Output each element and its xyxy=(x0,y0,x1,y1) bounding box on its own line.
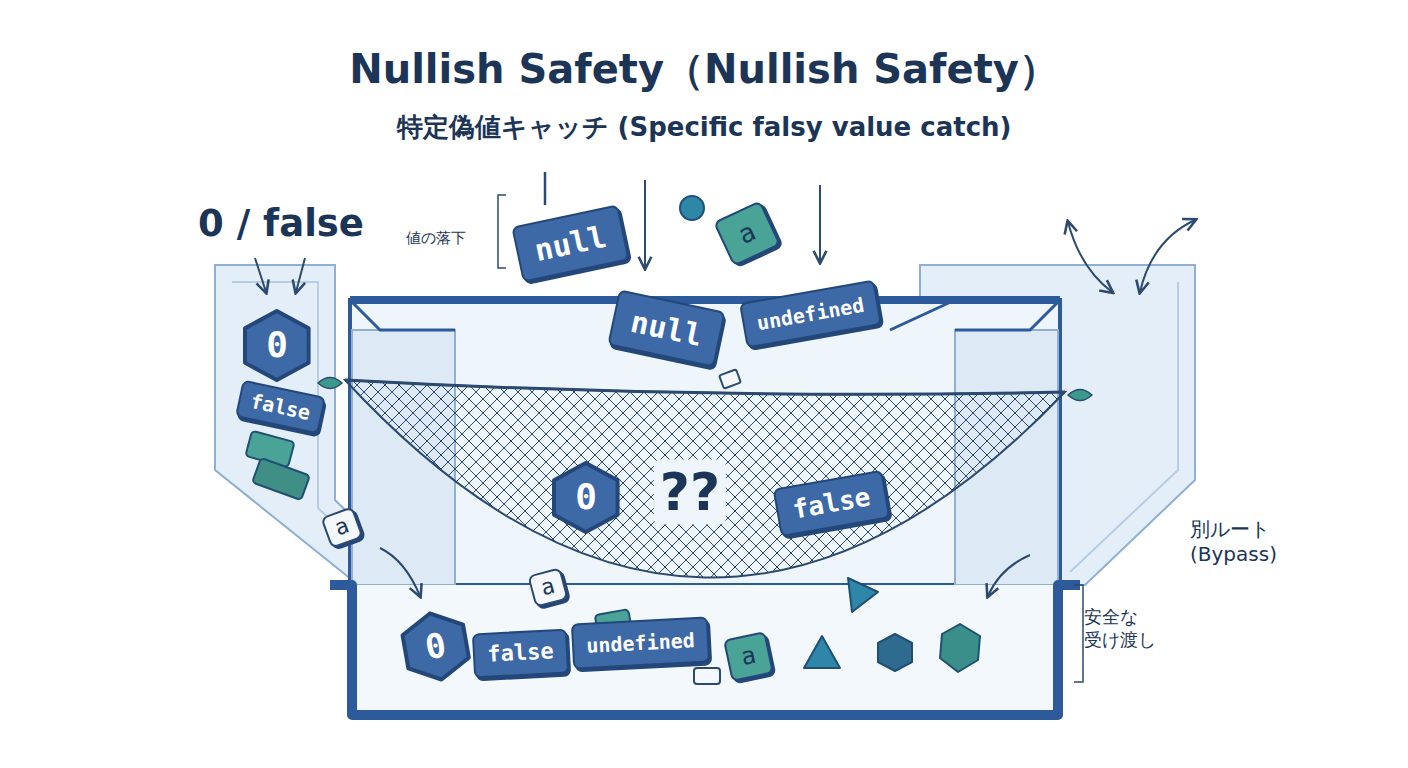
value-text: a xyxy=(738,642,758,671)
value-text: false xyxy=(790,482,872,524)
nullish-operator: ?? xyxy=(654,460,726,525)
rope-knot xyxy=(1068,390,1092,401)
value-chip: a xyxy=(713,200,781,266)
value-hexagon: 0 xyxy=(242,308,312,383)
value-text: false xyxy=(248,390,311,424)
falling-arrow xyxy=(296,258,305,292)
hexagon-shape xyxy=(245,311,309,380)
settled-piece xyxy=(878,634,912,671)
bypass-note: 別ルート (Bypass) xyxy=(1190,517,1314,567)
value-text: 0 xyxy=(575,477,597,517)
falling-piece xyxy=(680,196,704,220)
value-text: a xyxy=(734,217,760,250)
falling-piece xyxy=(719,369,741,388)
drop-tick xyxy=(544,172,547,205)
value-text: a xyxy=(332,513,353,540)
value-label: 0 / false xyxy=(198,201,364,247)
subtitle: 特定偽値キャッチ (Specific falsy value catch) xyxy=(397,111,1012,144)
value-text: null xyxy=(627,304,705,351)
value-chip: null xyxy=(511,204,629,282)
flow-arrow xyxy=(1140,220,1195,292)
tank-lower xyxy=(352,585,1058,715)
falling-arrow xyxy=(819,185,821,262)
value-hexagon: 0 xyxy=(551,460,621,535)
value-chip: undefined xyxy=(570,616,709,669)
falling-arrow xyxy=(644,180,646,268)
handoff-note: 安全な 受け渡し xyxy=(1084,606,1164,651)
tank-frame xyxy=(330,585,1080,715)
bypass-arrow xyxy=(988,555,1030,596)
settled-piece xyxy=(940,624,980,672)
value-text: undefined xyxy=(755,294,866,334)
settled-piece xyxy=(694,668,720,684)
falling-piece xyxy=(848,578,878,612)
value-chip: a xyxy=(722,630,773,681)
hexagon-shape xyxy=(554,463,618,532)
value-hexagon: 0 xyxy=(396,604,475,688)
settled-piece xyxy=(804,636,840,668)
drop-note: 値の落下 xyxy=(406,229,466,248)
value-text: undefined xyxy=(585,629,694,657)
bypass-arrow xyxy=(380,548,420,596)
safety-net xyxy=(345,380,1065,578)
flow-arrow xyxy=(1068,222,1112,292)
hexagon-shape xyxy=(400,608,472,685)
bracket xyxy=(498,195,506,268)
value-text: false xyxy=(486,639,553,667)
value-text: 0 xyxy=(266,325,288,365)
right-channel xyxy=(1070,282,1178,572)
bracket xyxy=(1074,585,1083,682)
chip-piece xyxy=(252,458,310,500)
title: Nullish Safety（Nullish Safety） xyxy=(0,42,1408,97)
value-text: a xyxy=(538,574,557,601)
value-chip: false xyxy=(471,628,568,678)
net-rope xyxy=(345,380,1065,394)
rope-knot xyxy=(318,378,342,389)
falling-arrow xyxy=(255,258,266,292)
value-text: null xyxy=(531,219,609,266)
